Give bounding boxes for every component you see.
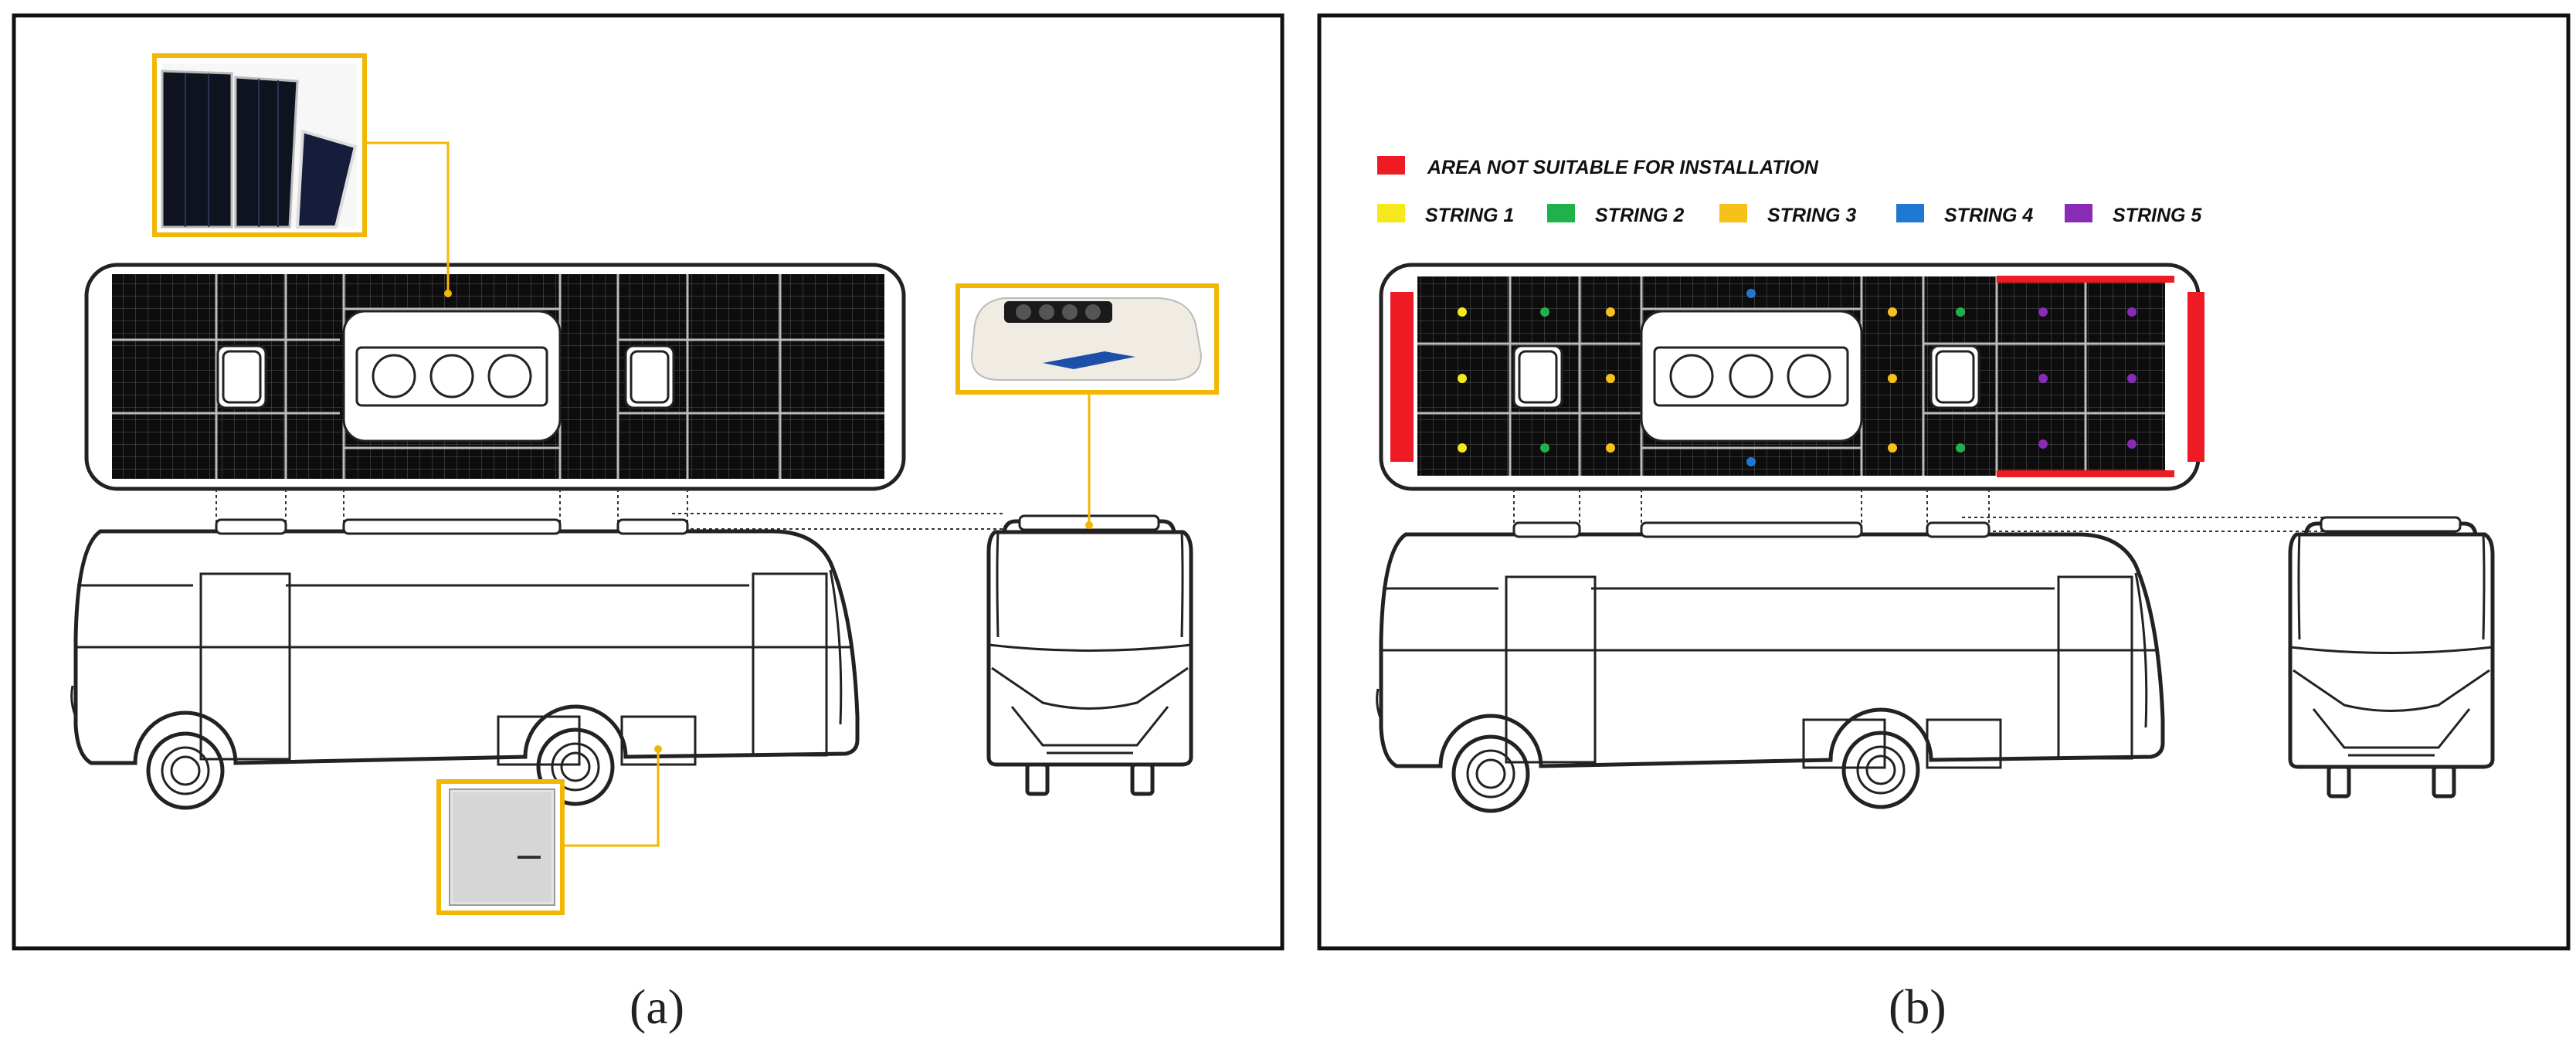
roof-top-view-b bbox=[1379, 263, 2204, 491]
legend-swatch-string-4 bbox=[1896, 204, 1924, 222]
legend-label-string-3: STRING 3 bbox=[1767, 205, 1856, 226]
legend-swatch-not-suitable bbox=[1377, 156, 1405, 175]
legend-swatch-string-1 bbox=[1377, 204, 1405, 222]
caption-b: (b) bbox=[1889, 979, 1946, 1034]
rooftop-ac-callout bbox=[955, 283, 1219, 529]
caption-a: (a) bbox=[630, 979, 684, 1034]
legend-label-string-4: STRING 4 bbox=[1944, 205, 2033, 226]
panel-b: AREA NOT SUITABLE FOR INSTALLATION STRIN… bbox=[1317, 13, 2571, 951]
legend-label-not-suitable: AREA NOT SUITABLE FOR INSTALLATION bbox=[1427, 157, 1819, 178]
legend-label-string-2: STRING 2 bbox=[1595, 205, 1684, 226]
legend-swatch-string-3 bbox=[1719, 204, 1747, 222]
battery-callout bbox=[436, 745, 662, 915]
legend-swatch-string-2 bbox=[1547, 204, 1575, 222]
pv-module-callout bbox=[152, 53, 452, 297]
roof-top-view-a bbox=[84, 263, 906, 491]
legend-label-string-5: STRING 5 bbox=[2113, 205, 2202, 226]
panel-a bbox=[12, 13, 1285, 951]
legend: AREA NOT SUITABLE FOR INSTALLATION STRIN… bbox=[1377, 156, 2202, 226]
legend-label-string-1: STRING 1 bbox=[1425, 205, 1514, 226]
legend-swatch-string-5 bbox=[2065, 204, 2092, 222]
